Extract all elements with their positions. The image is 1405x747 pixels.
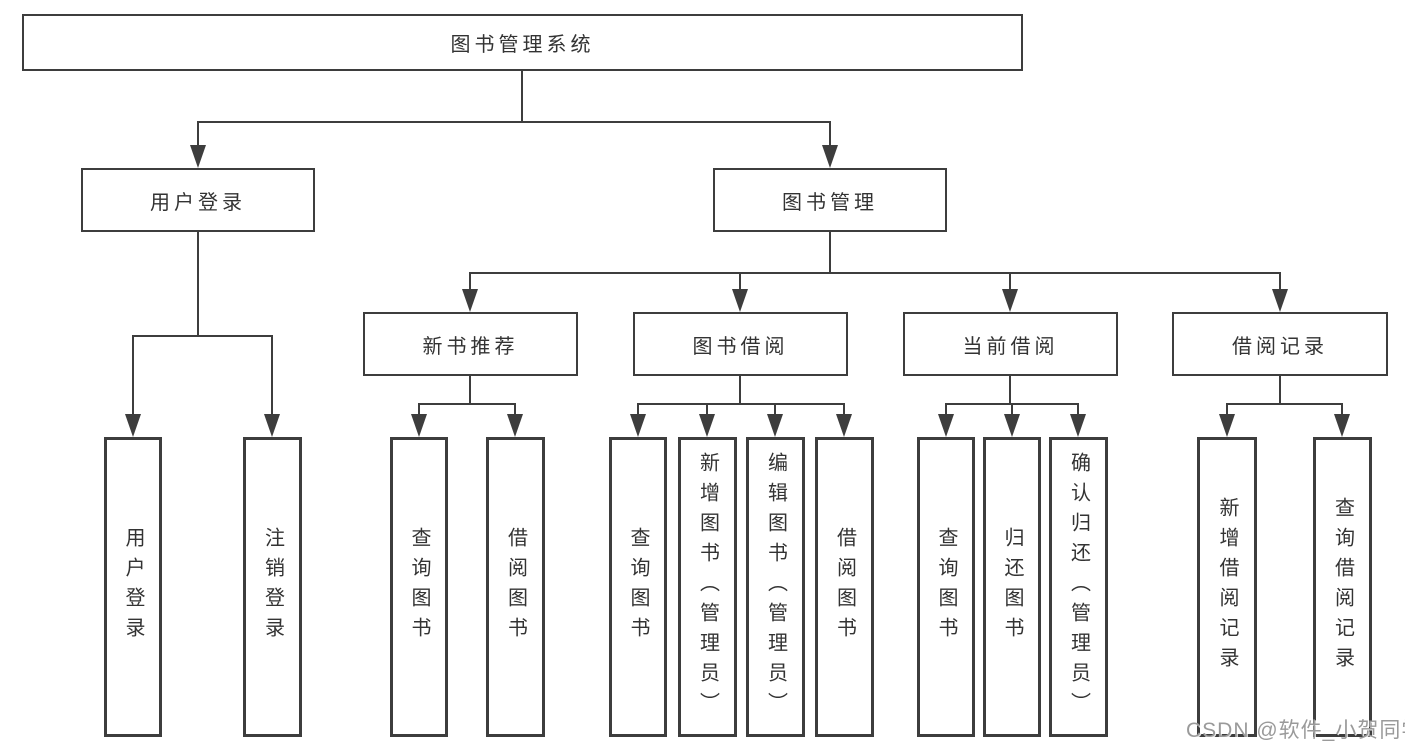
leaf-add-books-admin: 新增图书（管理员）	[678, 437, 737, 737]
connector-user-login-stem	[197, 232, 199, 335]
arrow-down-icon	[699, 414, 715, 437]
leaf-borrow-books-recommend-label: 借阅图书	[504, 527, 527, 647]
connector-to-new-book-recommend	[469, 272, 471, 290]
connector-leaf-stem	[945, 403, 947, 415]
node-root-label: 图书管理系统	[450, 34, 595, 56]
node-current-borrowing: 当前借阅	[903, 312, 1118, 376]
connector-leaf-stem	[706, 403, 708, 415]
arrow-down-icon	[190, 145, 206, 168]
node-book-borrowing-label: 图书借阅	[692, 335, 789, 358]
connector-leaf-stem	[774, 403, 776, 415]
connector-leaf-stem	[637, 403, 639, 415]
arrow-down-icon	[732, 289, 748, 312]
connector-leaf-stem	[418, 403, 420, 415]
leaf-query-borrow-record: 查询借阅记录	[1313, 437, 1372, 737]
arrow-down-icon	[1070, 414, 1086, 437]
node-book-borrowing: 图书借阅	[633, 312, 848, 376]
node-user-login: 用户登录	[81, 168, 315, 232]
arrow-down-icon	[1334, 414, 1350, 437]
connector-to-current-borrowing	[1009, 272, 1011, 290]
node-user-login-label: 用户登录	[150, 191, 246, 214]
leaf-query-books-current: 查询图书	[917, 437, 975, 737]
connector-leaf-stem	[1341, 403, 1343, 415]
arrow-down-icon	[264, 414, 280, 437]
leaf-query-books-current-label: 查询图书	[935, 527, 957, 647]
leaf-logout-label: 注销登录	[261, 527, 284, 647]
arrow-down-icon	[411, 414, 427, 437]
leaf-edit-books-admin-label: 编辑图书（管理员）	[764, 452, 787, 722]
node-book-management: 图书管理	[713, 168, 947, 232]
connector-leaf-stem	[1226, 403, 1228, 415]
leaf-query-books-borrowing-label: 查询图书	[627, 527, 649, 647]
connector-to-book-management	[829, 121, 831, 146]
connector-to-book-borrowing	[739, 272, 741, 290]
connector-leaf-stem	[1011, 403, 1013, 415]
leaf-borrow-books-borrowing: 借阅图书	[815, 437, 874, 737]
connector-borrowing-records-branch	[1226, 403, 1343, 405]
connector-book-management-stem	[829, 232, 831, 272]
connector-book-borrowing-stem	[739, 376, 741, 403]
leaf-query-books-recommend: 查询图书	[390, 437, 448, 737]
leaf-borrow-books-borrowing-label: 借阅图书	[833, 527, 856, 647]
arrow-down-icon	[938, 414, 954, 437]
arrow-down-icon	[822, 145, 838, 168]
connector-leaf-stem	[843, 403, 845, 415]
arrow-down-icon	[1219, 414, 1235, 437]
node-borrowing-records-label: 借阅记录	[1232, 335, 1328, 358]
connector-new-book-branch	[418, 403, 516, 405]
leaf-borrow-books-recommend: 借阅图书	[486, 437, 545, 737]
connector-root-branch	[197, 121, 831, 123]
arrow-down-icon	[836, 414, 852, 437]
leaf-query-books-borrowing: 查询图书	[609, 437, 667, 737]
leaf-user-login-label: 用户登录	[122, 527, 144, 647]
node-book-management-label: 图书管理	[782, 191, 878, 214]
arrow-down-icon	[1004, 414, 1020, 437]
connector-to-user-login	[197, 121, 199, 146]
connector-to-borrowing-records	[1279, 272, 1281, 290]
leaf-edit-books-admin: 编辑图书（管理员）	[746, 437, 805, 737]
leaf-add-borrow-record-label: 新增借阅记录	[1216, 497, 1238, 677]
arrow-down-icon	[507, 414, 523, 437]
node-root: 图书管理系统	[22, 14, 1023, 71]
arrow-down-icon	[1272, 289, 1288, 312]
arrow-down-icon	[767, 414, 783, 437]
node-borrowing-records: 借阅记录	[1172, 312, 1388, 376]
connector-book-borrowing-branch	[637, 403, 845, 405]
arrow-down-icon	[462, 289, 478, 312]
connector-current-borrowing-stem	[1009, 376, 1011, 403]
connector-leaf-stem	[1077, 403, 1079, 415]
connector-root-stem	[521, 71, 523, 121]
watermark: CSDN @软件_小贺同学	[1186, 719, 1405, 742]
leaf-user-login: 用户登录	[104, 437, 162, 737]
node-current-borrowing-label: 当前借阅	[962, 335, 1059, 358]
leaf-query-books-recommend-label: 查询图书	[408, 527, 430, 647]
leaf-confirm-return-admin: 确认归还（管理员）	[1049, 437, 1108, 737]
arrow-down-icon	[1002, 289, 1018, 312]
connector-leaf-stem	[514, 403, 516, 415]
arrow-down-icon	[125, 414, 141, 437]
arrow-down-icon	[630, 414, 646, 437]
leaf-add-books-admin-label: 新增图书（管理员）	[696, 452, 719, 722]
leaf-add-borrow-record: 新增借阅记录	[1197, 437, 1257, 737]
leaf-logout: 注销登录	[243, 437, 302, 737]
leaf-return-books: 归还图书	[983, 437, 1041, 737]
node-new-book-recommend: 新书推荐	[363, 312, 578, 376]
connector-book-management-branch	[469, 272, 1281, 274]
connector-to-leaf-user-login	[132, 335, 134, 415]
leaf-return-books-label: 归还图书	[1001, 527, 1023, 647]
leaf-query-borrow-record-label: 查询借阅记录	[1331, 497, 1354, 677]
node-new-book-recommend-label: 新书推荐	[422, 335, 519, 358]
connector-user-login-branch	[132, 335, 273, 337]
leaf-confirm-return-admin-label: 确认归还（管理员）	[1067, 452, 1090, 722]
connector-new-book-stem	[469, 376, 471, 403]
connector-borrowing-records-stem	[1279, 376, 1281, 403]
connector-to-leaf-logout	[271, 335, 273, 415]
